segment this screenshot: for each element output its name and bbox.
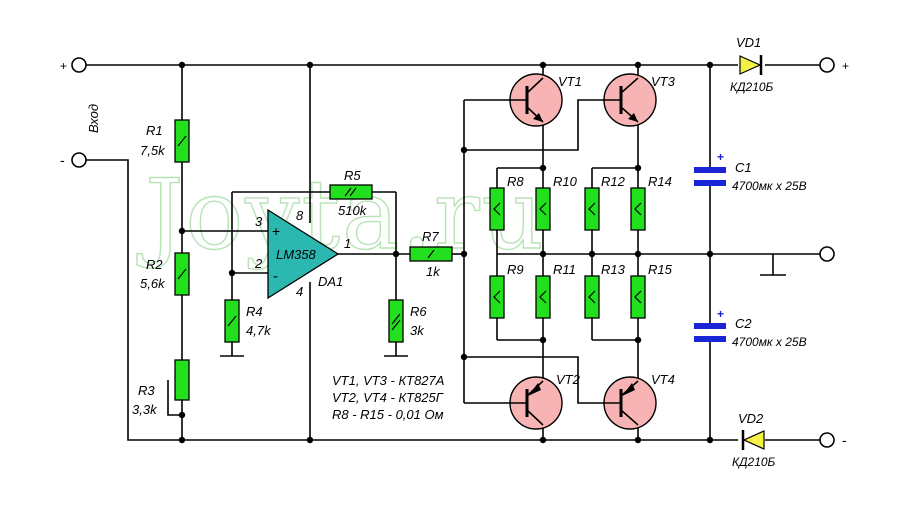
svg-text:R8 - R15 - 0,01 Ом: R8 - R15 - 0,01 Ом [332,407,444,422]
svg-text:R6: R6 [410,304,427,319]
resistor-r12: R12 [584,174,626,231]
svg-text:C1: C1 [735,160,752,175]
opamp-lm358: + - LM358 3 2 1 8 4 DA1 [254,208,351,300]
resistor-r4: R4 4,7k [224,299,272,343]
svg-text:4700мк х 25В: 4700мк х 25В [732,335,807,349]
output-plus-terminal: + [819,57,849,73]
svg-text:R11: R11 [553,262,576,277]
resistor-r9: R9 [489,262,524,319]
resistor-r8: R8 [489,174,524,231]
opamp-ref: DA1 [318,274,343,289]
svg-text:2: 2 [254,256,263,271]
diode-vd2: VD2 КД210Б [732,411,776,469]
svg-text:4700мк х 25В: 4700мк х 25В [732,179,807,193]
transistor-vt3: VT3 [603,73,676,127]
svg-text:VD2: VD2 [738,411,764,426]
svg-text:R13: R13 [601,262,626,277]
svg-text:5,6k: 5,6k [140,276,166,291]
svg-text:R2: R2 [146,257,163,272]
resistor-r13: R13 [584,262,626,319]
transistor-vt1: VT1 [509,73,582,127]
svg-text:R12: R12 [601,174,626,189]
svg-text:КД210Б: КД210Б [730,80,774,94]
svg-text:R7: R7 [422,229,439,244]
svg-text:VD1: VD1 [736,35,761,50]
svg-text:4,7k: 4,7k [246,323,272,338]
svg-text:8: 8 [296,208,304,223]
svg-text:R15: R15 [648,262,673,277]
resistor-r2: R2 5,6k [140,252,190,296]
resistor-r10: R10 [535,174,578,231]
watermark: Joyta.ru [136,159,546,271]
input-minus-terminal: - [60,152,87,168]
transistor-vt2: VT2 [509,372,581,430]
output-minus-terminal: - [819,432,847,448]
input-label: Вход [86,104,101,133]
svg-text:КД210Б: КД210Б [732,455,776,469]
svg-text:+: + [272,223,280,239]
capacitor-c2: + C2 4700мк х 25В [694,307,807,349]
svg-text:4: 4 [296,284,303,299]
svg-text:R14: R14 [648,174,672,189]
svg-text:1: 1 [344,236,351,251]
svg-text:-: - [60,152,65,168]
svg-text:1k: 1k [426,264,441,279]
svg-text:R9: R9 [507,262,524,277]
diode-vd1: VD1 КД210Б [730,35,774,94]
component-notes: VT1, VT3 - КТ827А VT2, VT4 - КТ825Г R8 -… [332,373,444,422]
resistor-r5: R5 510k [329,168,373,218]
svg-text:+: + [842,59,849,73]
output-ground-terminal [819,246,835,262]
svg-text:-: - [273,268,278,285]
svg-text:7,5k: 7,5k [140,143,166,158]
svg-text:3: 3 [255,214,263,229]
svg-text:R4: R4 [246,304,263,319]
svg-text:R1: R1 [146,123,163,138]
svg-text:VT2, VT4 - КТ825Г: VT2, VT4 - КТ825Г [332,390,444,405]
svg-text:+: + [717,307,724,321]
svg-text:VT1: VT1 [558,74,582,89]
svg-text:C2: C2 [735,316,752,331]
input-plus-terminal: + [60,57,87,73]
resistor-r7: R7 1k [409,229,453,279]
resistor-r11: R11 [535,262,576,319]
resistor-r1: R1 7,5k [140,119,190,163]
resistor-r14: R14 [630,174,672,231]
svg-text:3k: 3k [410,323,425,338]
resistor-r3: R3 3,3k [132,359,190,417]
svg-text:VT3: VT3 [651,74,676,89]
svg-text:R3: R3 [138,383,155,398]
svg-text:3,3k: 3,3k [132,402,158,417]
svg-text:+: + [717,150,724,164]
transistor-vt4: VT4 [603,372,675,430]
resistor-r15: R15 [630,262,673,319]
svg-text:R5: R5 [344,168,361,183]
svg-text:+: + [60,59,67,73]
svg-text:VT1, VT3 - КТ827А: VT1, VT3 - КТ827А [332,373,444,388]
svg-text:-: - [842,432,847,448]
svg-text:510k: 510k [338,203,368,218]
svg-text:R10: R10 [553,174,578,189]
wires [85,64,820,441]
svg-text:VT4: VT4 [651,372,675,387]
svg-text:VT2: VT2 [556,372,581,387]
resistor-r6: R6 3k [388,299,427,343]
capacitor-c1: + C1 4700мк х 25В [694,150,807,193]
junction-dots [178,61,714,444]
svg-text:R8: R8 [507,174,524,189]
opamp-name: LM358 [276,247,317,262]
